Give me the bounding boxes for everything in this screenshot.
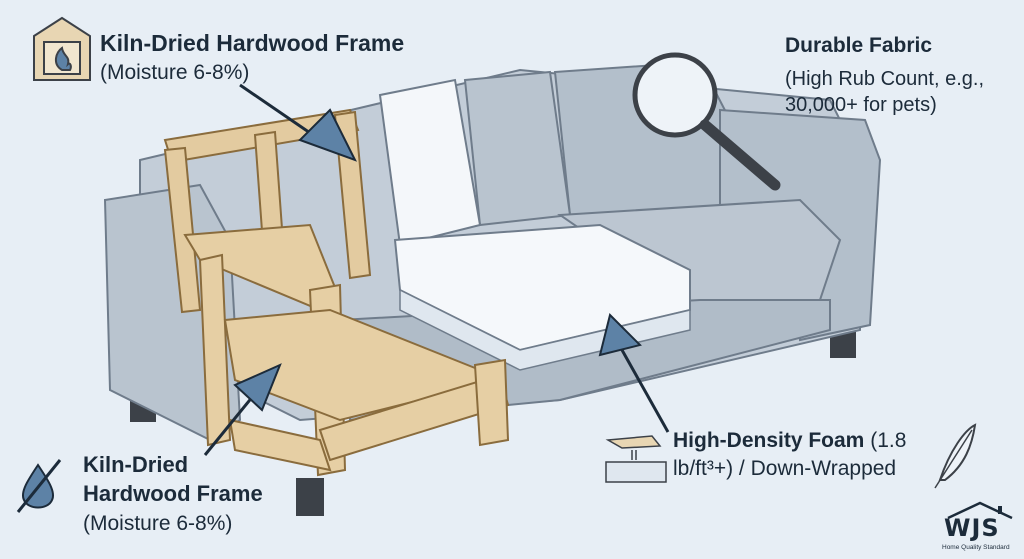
- frame-bottom-title-2: Hardwood Frame: [83, 481, 263, 506]
- foam-row-1: High-Density Foam (1.8: [673, 427, 943, 455]
- arrow-frame-bottom: [203, 363, 282, 456]
- back-cushion-cutaway: [378, 78, 482, 247]
- fabric-detail-1: (High Rub Count, e.g.,: [785, 68, 984, 90]
- frame-top-title: Kiln-Dried Hardwood Frame: [100, 30, 405, 56]
- feather-icon: [934, 423, 977, 489]
- wood-frame-arm: [183, 223, 510, 477]
- magnifying-glass-icon: [632, 52, 781, 191]
- foam-detail-2: lb/ft³+) / Down-Wrapped: [673, 457, 897, 480]
- callout-foam: High-Density Foam (1.8 lb/ft³+) / Down-W…: [673, 427, 943, 483]
- foam-layer: [399, 288, 691, 371]
- logo-tagline: Home Quality Standard: [942, 544, 1010, 551]
- fabric-detail: (High Rub Count, e.g., 30,000+ for pets): [785, 66, 1020, 118]
- arrow-frame-top: [239, 83, 358, 162]
- logo-brand: WJS: [944, 514, 1000, 542]
- house-roof-icon: [947, 501, 1013, 520]
- no-moisture-icon: [16, 459, 62, 513]
- sofa-leg: [296, 478, 324, 516]
- fabric-title: Durable Fabric: [785, 34, 933, 57]
- wjs-logo: WJS Home Quality Standard: [940, 500, 1020, 556]
- kiln-icon: [33, 16, 91, 81]
- foam-detail-1: (1.8: [870, 429, 907, 452]
- foam-title: High-Density Foam: [673, 429, 865, 452]
- hand-pressing-foam-icon: [605, 435, 667, 483]
- fabric-detail-2: 30,000+ for pets): [785, 94, 937, 116]
- frame-top-detail: (Moisture 6-8%): [100, 61, 250, 84]
- callout-frame-top: Kiln-Dried Hardwood Frame (Moisture 6-8%…: [100, 30, 460, 85]
- callout-fabric: Durable Fabric (High Rub Count, e.g., 30…: [785, 34, 1020, 118]
- frame-bottom-title-1: Kiln-Dried: [83, 452, 189, 477]
- frame-bottom-detail: (Moisture 6-8%): [83, 512, 233, 535]
- arrow-foam: [598, 313, 670, 433]
- callout-frame-bottom: Kiln-Dried Hardwood Frame (Moisture 6-8%…: [83, 450, 343, 536]
